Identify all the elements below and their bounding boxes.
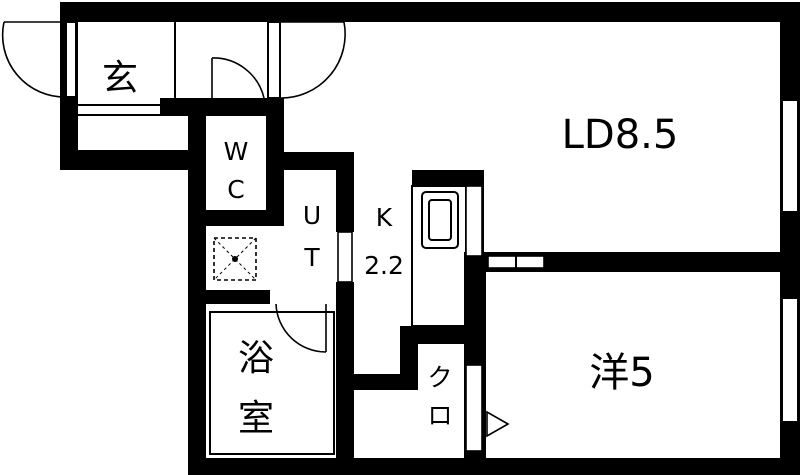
entrance-label: 玄	[102, 58, 138, 99]
bath-label-2: 室	[238, 398, 274, 439]
bath-label-1: 浴	[238, 338, 274, 379]
fixtures	[65, 21, 799, 455]
living-label: LD8.5	[562, 112, 679, 158]
room-labels: 玄 W C U T K 2.2 LD8.5 浴 室 ク ロ 洋5	[102, 58, 678, 439]
kitchen-label-1: K	[376, 203, 393, 232]
utility-label-1: U	[303, 201, 321, 230]
door-swings	[1, 21, 346, 353]
utility-label-2: T	[303, 243, 320, 272]
western-room-label: 洋5	[589, 350, 654, 396]
closet-label-2: ロ	[427, 401, 452, 430]
toilet-label-1: W	[224, 137, 249, 166]
toilet-label-2: C	[227, 175, 244, 204]
closet-label-1: ク	[427, 363, 452, 392]
kitchen-label-2: 2.2	[364, 251, 404, 280]
